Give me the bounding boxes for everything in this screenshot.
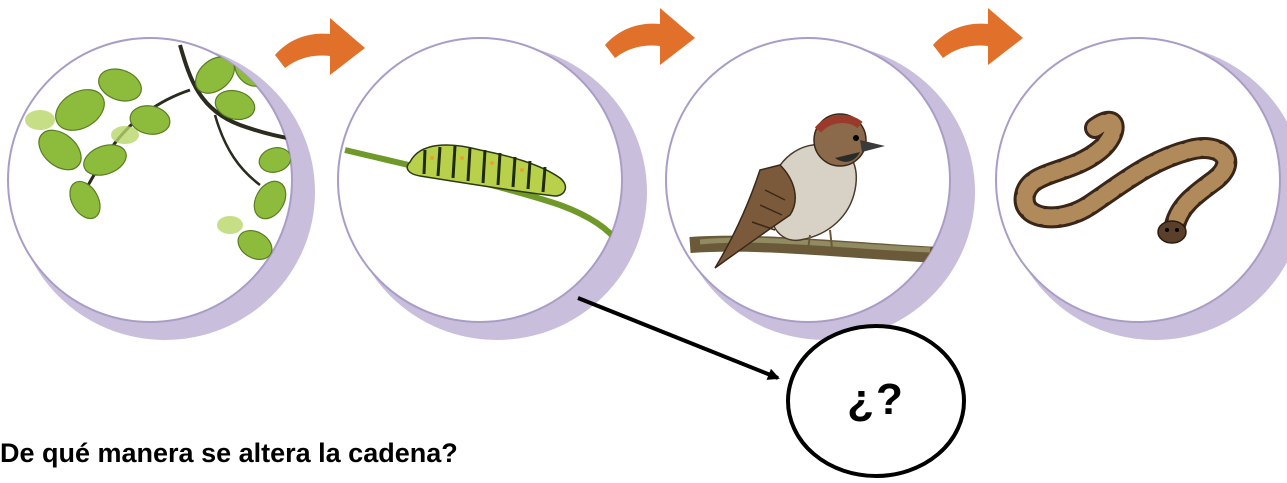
- unknown-label: ¿?: [786, 340, 966, 460]
- arrow-icon: [605, 8, 695, 65]
- question-text: De qué manera se altera la cadena?: [0, 440, 458, 467]
- sparrow-frame: [666, 38, 975, 340]
- arrow-icon: [275, 18, 365, 75]
- snake-frame: [996, 38, 1287, 340]
- caterpillar-frame: [338, 38, 647, 340]
- arrow-icon: [933, 8, 1023, 65]
- leaves-frame: [8, 38, 315, 340]
- chain-arrows: [275, 8, 1023, 75]
